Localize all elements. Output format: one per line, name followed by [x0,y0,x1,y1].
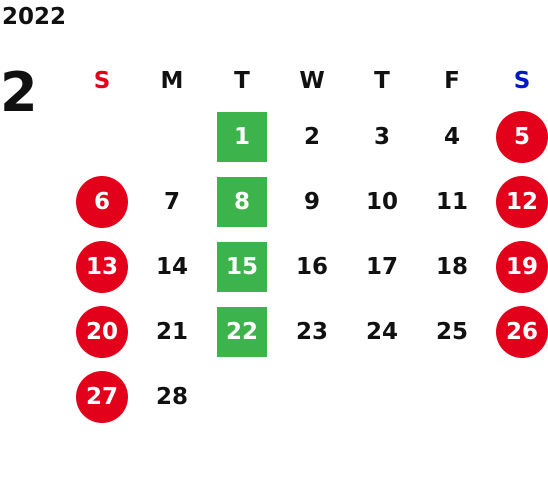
day-cell[interactable]: 13 [76,240,128,293]
day-cell[interactable]: 7 [163,188,180,215]
calendar-grid: S M T W T F S 1 2 3 4 5 6 7 8 9 10 11 12 [67,58,548,429]
day-cell[interactable]: 18 [435,253,468,280]
day-cell[interactable]: 1 [217,111,267,162]
day-cell[interactable]: 21 [155,318,188,345]
weekday-monday: M [160,68,184,94]
day-cell[interactable]: 26 [496,305,548,358]
day-cell[interactable]: 6 [76,175,128,228]
day-cell[interactable]: 19 [496,240,548,293]
weekday-wednesday: W [299,68,325,94]
weekday-tuesday: T [234,68,250,94]
day-cell[interactable]: 2 [303,123,320,150]
week-row-1: 1 2 3 4 5 [67,104,548,169]
year-label: 2022 [2,4,67,30]
day-cell[interactable]: 20 [76,305,128,358]
day-cell[interactable]: 27 [76,370,128,423]
day-cell[interactable]: 17 [365,253,398,280]
week-row-2: 6 7 8 9 10 11 12 [67,169,548,234]
day-cell[interactable]: 3 [373,123,390,150]
month-label: 2 [0,61,38,124]
day-cell[interactable]: 9 [303,188,320,215]
day-cell[interactable]: 16 [295,253,328,280]
week-row-4: 20 21 22 23 24 25 26 [67,299,548,364]
day-cell[interactable]: 8 [217,176,267,227]
day-cell[interactable]: 10 [365,188,398,215]
day-cell[interactable]: 14 [155,253,188,280]
weekday-friday: F [444,68,460,94]
day-cell[interactable]: 15 [217,241,267,292]
day-cell[interactable]: 28 [155,383,188,410]
weekday-thursday: T [374,68,390,94]
day-cell[interactable]: 23 [295,318,328,345]
day-cell[interactable]: 11 [435,188,468,215]
day-cell[interactable]: 25 [435,318,468,345]
day-cell[interactable]: 22 [217,306,267,357]
day-cell[interactable]: 24 [365,318,398,345]
day-cell[interactable]: 5 [496,110,548,163]
week-row-5: 27 28 [67,364,548,429]
weekday-sunday: S [93,68,111,94]
week-row-3: 13 14 15 16 17 18 19 [67,234,548,299]
weekday-header: S M T W T F S [67,58,548,104]
day-cell[interactable]: 4 [443,123,460,150]
weekday-saturday: S [513,68,531,94]
day-cell[interactable]: 12 [496,175,548,228]
